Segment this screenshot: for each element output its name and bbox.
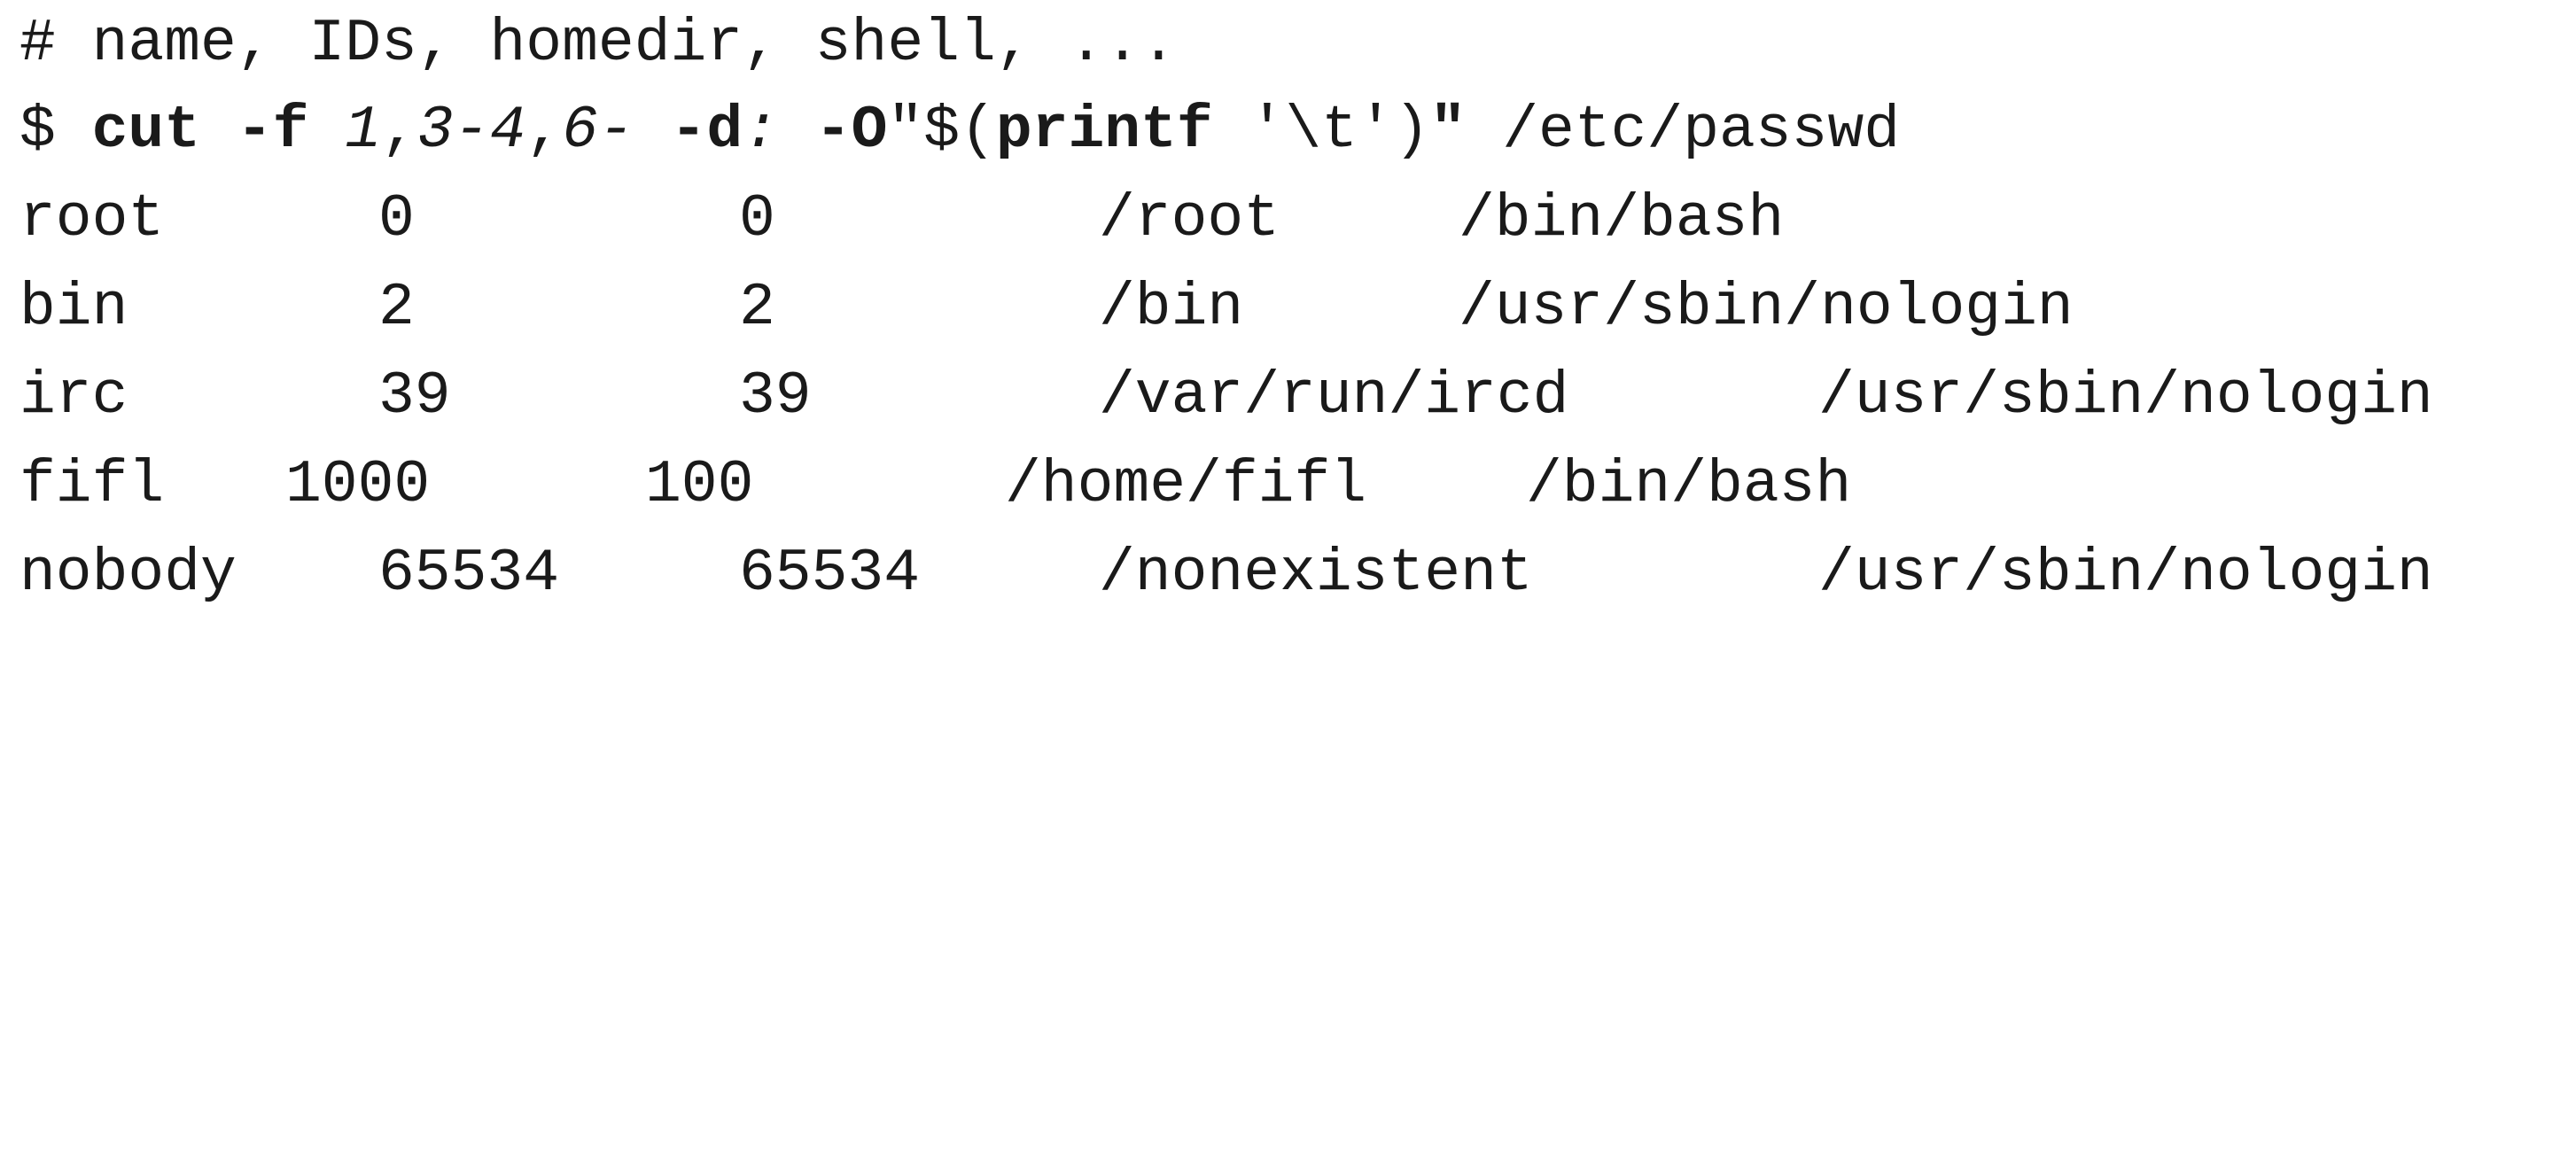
row-name: nobody <box>19 540 237 608</box>
row-gid: 65534 <box>739 540 921 608</box>
delimiter-flag: -d <box>670 97 743 165</box>
row-shell: /bin/bash <box>1526 451 1852 519</box>
row-uid: 1000 <box>285 451 431 519</box>
row-shell: /bin/bash <box>1459 185 1785 253</box>
command-line: $ cut -f 1,3-4,6- -d: -O"$(printf '\t')"… <box>19 97 1901 165</box>
printf-argument: '\t') <box>1212 97 1430 165</box>
row-uid: 0 <box>378 185 415 253</box>
command-name: cut <box>91 97 201 165</box>
output-row-irc: irc 39 39 /var/run/ircd /usr/sbin/nologi… <box>19 353 2433 441</box>
row-name: irc <box>19 362 128 431</box>
row-home: /root <box>1099 185 1280 253</box>
field-list-1: 1 <box>345 97 382 165</box>
output-delimiter-flag: -O <box>814 97 888 165</box>
comment-line: # name, IDs, homedir, shell, ... <box>19 10 1177 78</box>
row-gid: 0 <box>739 185 775 253</box>
terminal-output: # name, IDs, homedir, shell, ... $ cut -… <box>19 10 2433 618</box>
delimiter-value: : <box>743 97 780 165</box>
fields-flag: -f <box>236 97 309 165</box>
field-list-range-a: 3-4 <box>416 97 526 165</box>
row-shell: /usr/sbin/nologin <box>1459 274 2074 342</box>
quote-open: "$( <box>887 97 996 165</box>
prompt-symbol: $ <box>19 97 92 165</box>
input-file: /etc/passwd <box>1466 97 1901 165</box>
row-name: bin <box>19 274 128 342</box>
row-home: /bin <box>1099 274 1244 342</box>
row-home: /nonexistent <box>1099 540 1533 608</box>
field-list-range-b: 6- <box>562 97 634 165</box>
quote-close: " <box>1429 97 1467 165</box>
row-gid: 39 <box>739 362 812 431</box>
row-shell: /usr/sbin/nologin <box>1818 540 2433 608</box>
row-name: root <box>19 185 165 253</box>
row-shell: /usr/sbin/nologin <box>1818 362 2433 431</box>
output-row-fifl: fifl 1000 100 /home/fifl /bin/bash <box>19 441 1851 530</box>
output-row-nobody: nobody 65534 65534 /nonexistent /usr/sbi… <box>19 530 2433 618</box>
row-name: fifl <box>19 451 165 519</box>
output-row-bin: bin 2 2 /bin /usr/sbin/nologin <box>19 264 2074 353</box>
row-gid: 100 <box>645 451 754 519</box>
row-uid: 2 <box>378 274 415 342</box>
row-gid: 2 <box>739 274 775 342</box>
row-home: /var/run/ircd <box>1099 362 1569 431</box>
output-row-root: root 0 0 /root /bin/bash <box>19 175 1784 264</box>
row-uid: 65534 <box>378 540 560 608</box>
row-home: /home/fifl <box>1005 451 1367 519</box>
printf-command: printf <box>995 97 1213 165</box>
row-uid: 39 <box>378 362 451 431</box>
